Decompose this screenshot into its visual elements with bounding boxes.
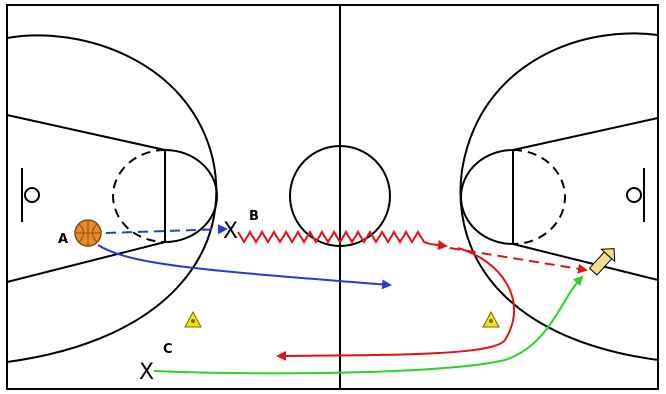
left-three-point-arc	[6, 34, 218, 363]
cone-icon	[482, 310, 500, 328]
right-rim	[626, 187, 642, 203]
right-half-court	[459, 32, 659, 361]
left-free-throw-circle-dashed	[112, 149, 166, 243]
right-free-throw-circle-dashed	[512, 149, 566, 245]
cone-icon	[184, 310, 202, 328]
right-key-top-line	[512, 117, 659, 151]
player-a-label: A	[58, 232, 68, 247]
right-three-point-arc	[459, 32, 659, 361]
court-boundary	[6, 4, 659, 390]
player-c-label: C	[163, 342, 173, 357]
pass-to-shooter-line	[449, 247, 588, 274]
right-key-bottom-line	[512, 243, 659, 281]
center-circle	[289, 145, 391, 247]
basketball-icon	[74, 219, 102, 247]
shot-marker-icon	[588, 248, 616, 276]
left-rim	[24, 187, 40, 203]
left-half-court	[6, 34, 218, 363]
player-b-label: B	[249, 209, 259, 224]
player-b-x-mark: X	[223, 219, 238, 244]
pass-a-to-b-line	[105, 224, 228, 235]
right-free-throw-circle-solid	[460, 149, 514, 245]
player-c-x-mark: X	[139, 360, 154, 385]
left-key-bottom-line	[6, 241, 166, 283]
cut-a-line	[97, 244, 392, 290]
dribble-b-line	[237, 230, 448, 250]
cut-c-line	[153, 275, 584, 375]
left-key-top-line	[6, 114, 166, 151]
red-cut-line	[276, 247, 516, 361]
left-free-throw-circle-solid	[164, 149, 218, 243]
